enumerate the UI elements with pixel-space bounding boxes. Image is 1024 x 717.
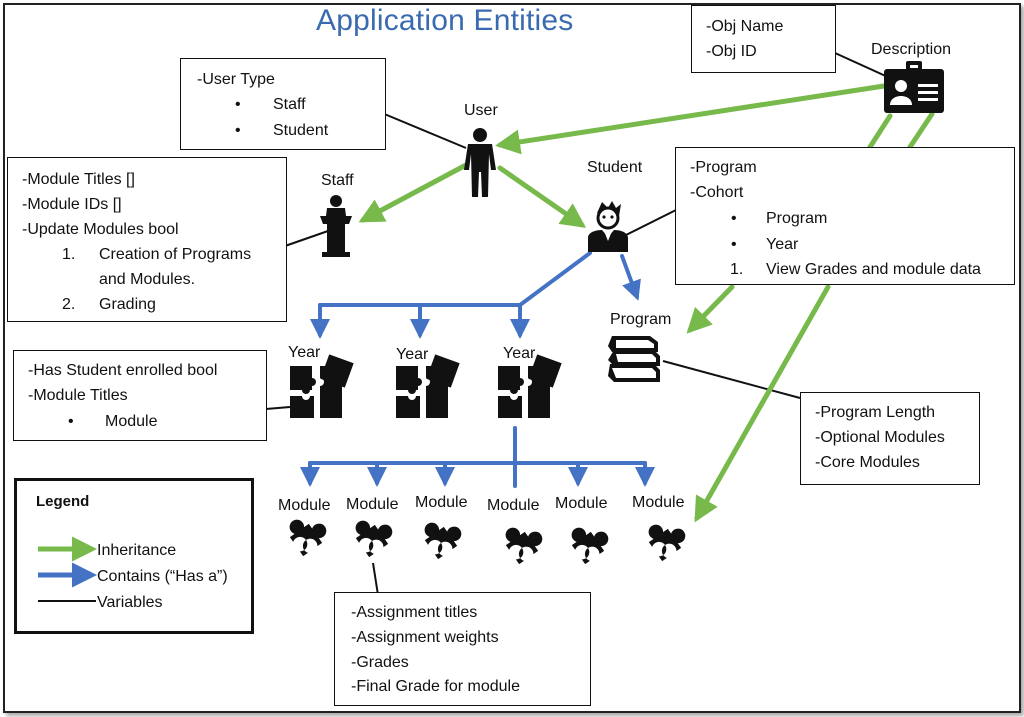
- node-label-module: Module: [632, 494, 685, 511]
- inherit-arrow-user: [495, 83, 887, 155]
- var-line-description: [834, 52, 891, 79]
- bullet: •: [731, 210, 737, 227]
- books-icon: [608, 336, 660, 382]
- var-line: -Cohort: [690, 184, 744, 201]
- var-line: Module: [105, 413, 158, 430]
- legend-title: Legend: [36, 493, 90, 510]
- inherit-arrow-student: [497, 165, 587, 228]
- var-line: Grading: [99, 296, 156, 313]
- legend-item-variables: Variables: [97, 594, 163, 611]
- bullet: •: [235, 96, 241, 113]
- contains-line-student-year: [518, 251, 592, 307]
- var-line: -Optional Modules: [815, 429, 945, 446]
- node-label-year: Year: [396, 346, 429, 363]
- var-line: Program: [766, 210, 828, 227]
- legend: Legend Inheritance Contains (“Has a”) Va…: [14, 478, 254, 634]
- contains-arrow-program: [620, 254, 641, 301]
- inherit-line-desc-a: [867, 113, 893, 150]
- node-label-description: Description: [871, 41, 952, 58]
- puzzle-piece-icon: [349, 508, 398, 558]
- var-line: -Obj ID: [706, 43, 757, 60]
- node-label-module: Module: [415, 494, 468, 511]
- node-label-module: Module: [278, 497, 331, 514]
- program-variables-box: -Program Length -Optional Modules -Core …: [800, 392, 980, 485]
- var-line-program: [662, 360, 801, 399]
- var-line: Staff: [273, 96, 306, 113]
- var-line: -Grades: [351, 654, 409, 671]
- node-label-program: Program: [610, 311, 672, 328]
- puzzle-piece-icon: [418, 510, 467, 560]
- legend-item-contains: Contains (“Has a”): [97, 568, 228, 585]
- var-line: Year: [766, 236, 799, 253]
- var-line: -Core Modules: [815, 454, 920, 471]
- var-line: -Module Titles: [28, 387, 128, 404]
- var-line: -Module IDs []: [22, 196, 122, 213]
- var-line-module: [372, 562, 379, 596]
- bullet: •: [68, 413, 74, 430]
- list-number: 1.: [62, 246, 76, 263]
- year-variables-box: -Has Student enrolled bool -Module Title…: [13, 350, 267, 441]
- puzzle-piece-icon: [642, 512, 691, 562]
- bullet: •: [235, 122, 241, 139]
- var-line: -Has Student enrolled bool: [28, 362, 218, 379]
- inherit-line-desc-b: [907, 111, 935, 150]
- puzzle-square-icon: [290, 354, 354, 418]
- student-icon: [588, 201, 628, 252]
- var-line: Student: [273, 122, 329, 139]
- var-line: -Program: [690, 159, 757, 176]
- var-line-staff: [284, 230, 329, 247]
- var-line: -Obj Name: [706, 18, 784, 35]
- puzzle-square-icon: [498, 354, 562, 418]
- student-variables-box: -Program -Cohort • Program • Year 1. Vie…: [675, 147, 1015, 285]
- legend-swatches: [38, 536, 97, 602]
- list-number: 2.: [62, 296, 76, 313]
- person-icon: [464, 128, 496, 197]
- node-label-module: Module: [487, 497, 540, 514]
- legend-item-inheritance: Inheritance: [97, 542, 177, 559]
- inherit-arrow-program: [686, 284, 735, 334]
- var-line: View Grades and module data: [766, 261, 981, 278]
- id-card-icon: [884, 61, 944, 113]
- diagram-title: Application Entities: [316, 4, 574, 37]
- podium-icon: [320, 195, 352, 257]
- var-line: and Modules.: [99, 271, 196, 288]
- var-line: -Assignment weights: [351, 629, 499, 646]
- staff-variables-box: -Module Titles [] -Module IDs [] -Update…: [7, 157, 287, 322]
- var-line: -Program Length: [815, 404, 936, 421]
- puzzle-piece-icon: [499, 515, 548, 565]
- list-number: 1.: [730, 261, 744, 278]
- var-line: -Module Titles []: [22, 171, 135, 188]
- var-line: -User Type: [197, 71, 275, 88]
- var-line: -Assignment titles: [351, 604, 478, 621]
- var-line-year: [265, 406, 291, 410]
- var-line: -Final Grade for module: [351, 678, 520, 695]
- inherit-arrow-module: [694, 284, 831, 523]
- description-variables-box: -Obj Name -Obj ID: [691, 5, 836, 73]
- node-label-student: Student: [587, 159, 643, 176]
- inherit-arrow-staff: [358, 162, 469, 223]
- module-variables-box: -Assignment titles -Assignment weights -…: [334, 592, 591, 706]
- user-variables-box: -User Type • Staff • Student: [180, 58, 386, 150]
- puzzle-piece-icon: [565, 515, 614, 565]
- var-line-student: [623, 209, 677, 237]
- node-label-staff: Staff: [321, 172, 354, 189]
- node-label-year: Year: [503, 345, 536, 362]
- var-line: Creation of Programs: [99, 246, 252, 263]
- node-label-user: User: [464, 102, 498, 119]
- node-label-module: Module: [346, 496, 399, 513]
- var-line: -Update Modules bool: [22, 221, 179, 238]
- var-line-user: [381, 112, 467, 149]
- node-label-year: Year: [288, 344, 321, 361]
- bullet: •: [731, 236, 737, 253]
- node-label-module: Module: [555, 495, 608, 512]
